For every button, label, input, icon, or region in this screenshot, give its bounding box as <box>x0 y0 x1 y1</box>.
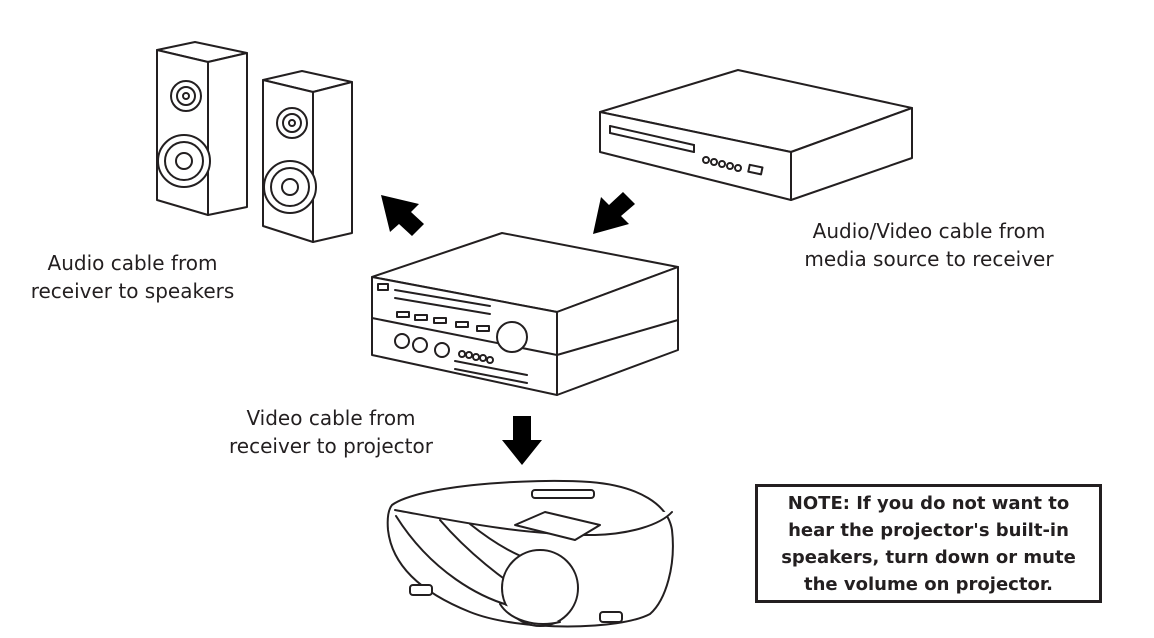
note-line-2: hear the projector's built-in <box>788 519 1069 541</box>
note-line-4: the volume on projector. <box>804 573 1053 595</box>
note-line-1: NOTE: If you do not want to <box>787 492 1070 514</box>
speaker-left-icon <box>156 41 248 216</box>
media-caption-line-1: Audio/Video cable from <box>812 219 1046 243</box>
arrow-from-media-icon <box>593 192 635 234</box>
projector-cable-caption: Video cable from receiver to projector <box>220 404 442 460</box>
note-line-3: speakers, turn down or mute <box>781 546 1076 568</box>
speakers-caption-line-2: receiver to speakers <box>30 279 235 303</box>
projector-icon <box>386 479 674 628</box>
projector-caption-line-1: Video cable from <box>246 406 416 430</box>
speaker-right-icon <box>262 70 353 243</box>
note-box: NOTE: If you do not want to hear the pro… <box>755 484 1102 603</box>
speakers-cable-caption: Audio cable from receiver to speakers <box>20 249 245 305</box>
av-receiver-icon <box>371 232 679 396</box>
media-player-icon <box>599 69 913 201</box>
arrow-to-projector-icon <box>502 416 542 465</box>
media-caption-line-2: media source to receiver <box>804 247 1054 271</box>
media-source-cable-caption: Audio/Video cable from media source to r… <box>790 217 1068 273</box>
projector-caption-line-2: receiver to projector <box>229 434 433 458</box>
speakers-caption-line-1: Audio cable from <box>47 251 218 275</box>
arrow-to-speakers-icon <box>381 195 424 236</box>
